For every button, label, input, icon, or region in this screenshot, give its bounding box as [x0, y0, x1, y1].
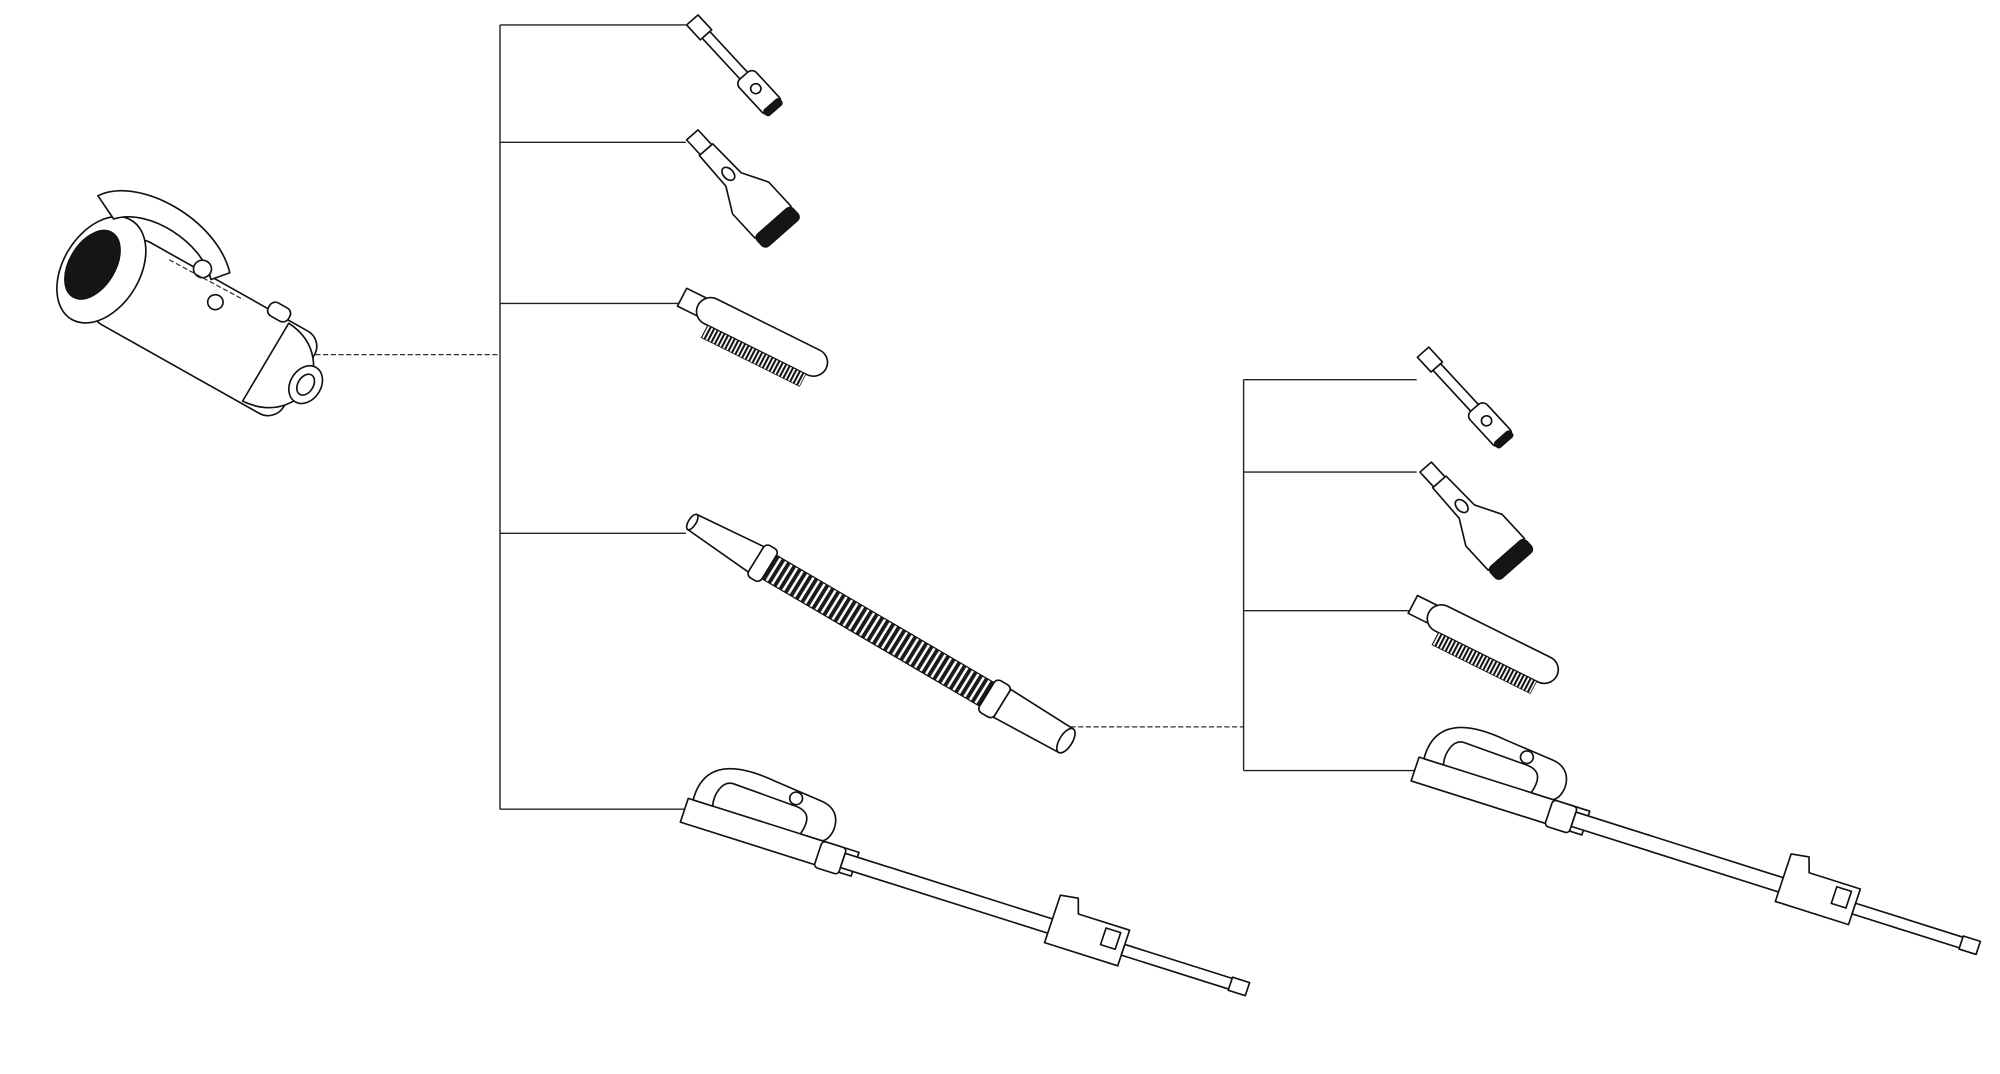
extension-wand-icon: [677, 755, 1267, 1007]
dusting-brush-icon: [1399, 591, 1564, 702]
crevice-tool-icon: [682, 11, 785, 119]
crevice-tool-icon: [1413, 343, 1516, 451]
connector-lines: [307, 24, 1417, 810]
brush-nozzle-icon: [1406, 450, 1536, 583]
dusting-brush-icon: [668, 284, 834, 394]
flexible-hose-icon: [685, 513, 1076, 754]
extension-wand-icon: [1408, 714, 1998, 965]
handheld-vacuum-unit: [56, 190, 324, 417]
brush-nozzle-icon: [673, 118, 803, 250]
